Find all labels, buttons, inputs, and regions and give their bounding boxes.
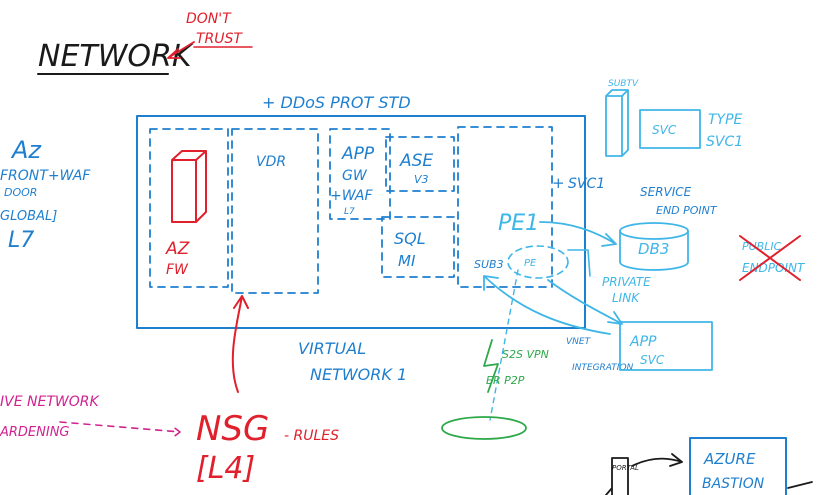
green-connection-line bbox=[483, 339, 499, 393]
subtv-prism-icon bbox=[605, 89, 629, 157]
subnet-app-gateway bbox=[329, 128, 391, 220]
type-label-2: SVC1 bbox=[706, 134, 743, 150]
services-group: SUBTV SVC TYPE SVC1 SVC1 SERVICE END POI… bbox=[483, 79, 806, 373]
title-network: NETWORK bbox=[38, 39, 194, 74]
note-dont: DON'T bbox=[186, 11, 232, 27]
hardening-dashed-arrow bbox=[59, 421, 181, 439]
svc-box bbox=[639, 109, 701, 149]
firewall-icon bbox=[171, 150, 207, 223]
nsg-arrow bbox=[231, 295, 249, 393]
bastion-outgoing-arrow bbox=[787, 481, 813, 489]
door-label: DOOR bbox=[4, 186, 37, 199]
private-link-label-2: LINK bbox=[612, 291, 640, 305]
private-link-connector bbox=[567, 249, 591, 277]
app-service-label-1: APP bbox=[629, 334, 657, 350]
ddos-label: + DDoS PROT STD bbox=[262, 93, 411, 112]
service-endpoint-label-1: SERVICE bbox=[640, 185, 692, 199]
svc1-label: SVC1 bbox=[568, 176, 605, 192]
portal-device-icon bbox=[605, 457, 629, 495]
svc-box-label: SVC bbox=[652, 123, 677, 137]
service-endpoint-label-2: END POINT bbox=[656, 204, 718, 217]
private-link-label-1: PRIVATE bbox=[602, 275, 651, 289]
virtual-network-group: + DDoS PROT STD AZ FW VDR APP GW +WAF L7… bbox=[136, 93, 586, 384]
az-label: Az bbox=[10, 136, 42, 164]
connectivity-group: S2S VPN ER P2P bbox=[441, 269, 549, 440]
az-fw-label-1: AZ bbox=[165, 239, 190, 259]
sub3-label: SUB3 bbox=[474, 258, 504, 271]
front-waf-label: FRONT+WAF bbox=[0, 168, 91, 184]
type-label-1: TYPE bbox=[708, 112, 743, 128]
subnet-firewall bbox=[149, 128, 229, 288]
s2s-label-2: ER P2P bbox=[486, 374, 525, 387]
app-service-box bbox=[619, 321, 713, 371]
public-endpoint-cross-icon bbox=[739, 235, 801, 281]
subnet-sub3 bbox=[457, 126, 553, 288]
pe1-to-db3-arrow bbox=[539, 221, 617, 247]
nsg-group: IVE NETWORK ARDENING NSG [L4] - RULES bbox=[0, 295, 339, 486]
ase-label-2: V3 bbox=[414, 173, 429, 186]
bastion-label-1: AZURE bbox=[703, 450, 756, 468]
connection-dashed-line bbox=[489, 269, 519, 421]
bastion-group: PORTAL AZURE BASTION bbox=[605, 437, 813, 495]
private-endpoint-loop bbox=[507, 245, 569, 279]
vnet-integration-label-2: INTEGRATION bbox=[572, 363, 634, 373]
pe1-label: PE1 bbox=[498, 211, 539, 236]
subnet-vdr bbox=[231, 128, 319, 294]
vdr-label: VDR bbox=[256, 154, 286, 170]
vnet-label-1: VIRTUAL bbox=[298, 339, 366, 358]
l4-label: [L4] bbox=[196, 451, 255, 486]
front-door-group: Az FRONT+WAF DOOR GLOBAL] L7 bbox=[0, 136, 91, 253]
vnet-label-2: NETWORK 1 bbox=[310, 365, 407, 384]
azure-bastion-box bbox=[689, 437, 787, 495]
pe-small-label: PE bbox=[524, 258, 537, 269]
ase-label-1: ASE bbox=[399, 151, 433, 171]
l7-label: L7 bbox=[8, 228, 34, 253]
bastion-label-2: BASTION bbox=[702, 476, 765, 492]
global-label: GLOBAL] bbox=[0, 209, 57, 224]
app-service-label-2: SVC bbox=[640, 353, 665, 367]
plus-label: + bbox=[552, 174, 565, 192]
db3-label: DB3 bbox=[638, 240, 669, 258]
note-trust: TRUST bbox=[196, 31, 243, 47]
sql-label-1: SQL bbox=[394, 229, 426, 248]
portal-to-bastion-arrow bbox=[631, 453, 683, 467]
on-premises-ellipse bbox=[441, 416, 527, 440]
vnet-integration-label-1: VNET bbox=[566, 337, 592, 347]
portal-label: PORTAL bbox=[612, 464, 639, 472]
rules-label: - RULES bbox=[284, 428, 339, 444]
az-fw-label-2: FW bbox=[166, 262, 189, 278]
app-gw-label-2: GW bbox=[342, 168, 368, 184]
native-network-label: IVE NETWORK bbox=[0, 394, 100, 410]
sql-label-2: MI bbox=[398, 252, 416, 270]
s2s-label-1: S2S VPN bbox=[502, 348, 549, 361]
nsg-label: NSG bbox=[196, 409, 269, 449]
subnet-sql-mi bbox=[381, 216, 455, 278]
vnet-integration-arrow bbox=[483, 275, 611, 335]
db3-cylinder-icon bbox=[619, 222, 689, 271]
public-endpoint-label-2: ENDPOINT bbox=[742, 261, 806, 275]
header-group: NETWORK DON'T TRUST bbox=[37, 11, 253, 75]
app-gw-label-4: L7 bbox=[344, 207, 355, 217]
subtv-label: SUBTV bbox=[608, 79, 639, 89]
vnet-boundary bbox=[136, 115, 586, 329]
public-endpoint-label-1: PUBLIC bbox=[742, 240, 782, 253]
hardening-label: ARDENING bbox=[0, 425, 70, 440]
app-gw-label-3: +WAF bbox=[330, 188, 373, 204]
subnet-ase bbox=[385, 136, 455, 192]
note-arrow bbox=[167, 41, 195, 59]
app-gw-label-1: APP bbox=[341, 144, 375, 164]
